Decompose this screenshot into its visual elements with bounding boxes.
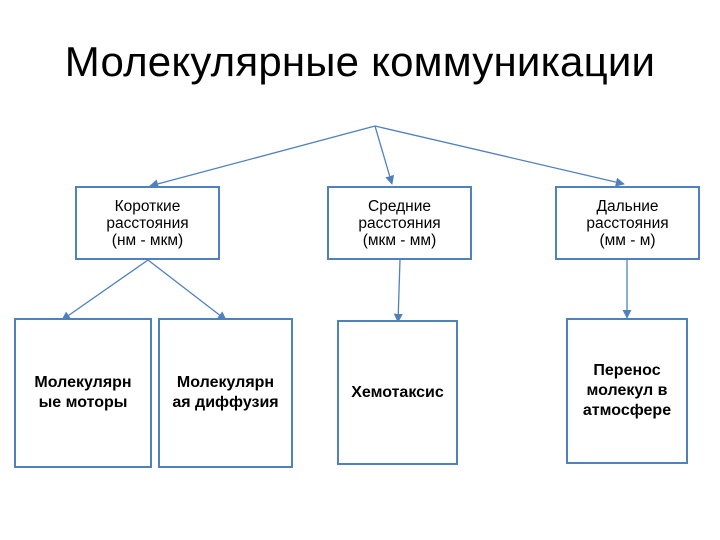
arrow-root-to-short	[149, 125, 376, 189]
category-short-distance: Короткие расстояния (нм - мкм)	[75, 186, 220, 260]
leaf-molecular-diffusion-label: Молекулярн ая диффузия	[172, 374, 279, 411]
leaf-chemotaxis-label: Хемотаксис	[351, 383, 444, 401]
arrow-root-to-long	[374, 125, 625, 187]
leaf-atmospheric-transport: Перенос молекул в атмосфере	[566, 318, 688, 464]
leaf-atmospheric-transport-label: Перенос молекул в атмосфере	[582, 362, 672, 419]
leaf-chemotaxis: Хемотаксис	[337, 320, 458, 465]
category-medium-distance-label: Средние расстояния (мкм - мм)	[358, 197, 441, 249]
arrow-short-to-diffusion	[147, 259, 227, 321]
diagram-title: Молекулярные коммуникации	[64, 38, 656, 85]
leaf-molecular-diffusion: Молекулярн ая диффузия	[158, 318, 293, 468]
leaf-molecular-motors-label: Молекулярн ые моторы	[34, 374, 132, 411]
arrow-short-to-motors	[61, 259, 149, 321]
arrow-medium-to-chemotaxis	[393, 259, 403, 323]
leaf-molecular-motors: Молекулярн ые моторы	[14, 318, 152, 468]
category-short-distance-label: Короткие расстояния (нм - мкм)	[106, 197, 189, 249]
category-medium-distance: Средние расстояния (мкм - мм)	[327, 186, 472, 260]
arrow-root-to-medium	[374, 125, 395, 185]
category-long-distance-label: Дальние расстояния (мм - м)	[586, 197, 669, 249]
category-long-distance: Дальние расстояния (мм - м)	[555, 186, 700, 260]
